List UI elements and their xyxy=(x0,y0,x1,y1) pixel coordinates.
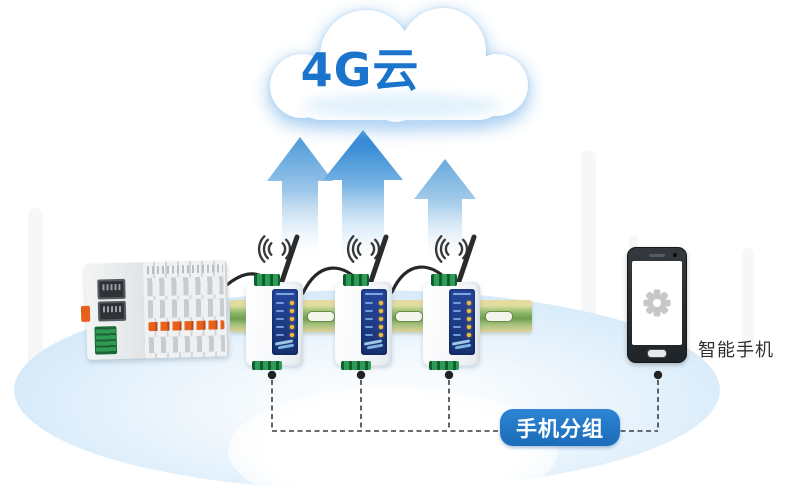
led-indicator xyxy=(379,325,383,329)
terminal-block xyxy=(341,361,371,370)
background-bar xyxy=(742,248,754,358)
brand-wave-logo xyxy=(452,339,472,349)
dtu-device-2 xyxy=(335,274,392,370)
group-badge: 手机分组 xyxy=(500,409,620,446)
plc-controller xyxy=(80,260,230,360)
led-indicator xyxy=(290,333,294,337)
terminal-block xyxy=(343,274,369,286)
led-indicator xyxy=(379,317,383,321)
plc-cpu-module xyxy=(84,262,147,360)
grouping-dashed-lines xyxy=(271,380,659,432)
phone-label: 智能手机 xyxy=(698,340,774,361)
led-indicator xyxy=(290,325,294,329)
led-indicator xyxy=(379,309,383,313)
led-indicator xyxy=(379,301,383,305)
ethernet-port-icon xyxy=(97,300,127,322)
terminal-block xyxy=(429,361,459,370)
phone-home-button xyxy=(647,349,667,358)
led-indicator xyxy=(290,309,294,313)
phone-screen xyxy=(632,261,682,345)
dtu-device-1 xyxy=(246,274,303,370)
phone-speaker xyxy=(649,254,665,257)
dtu-device-3 xyxy=(423,274,480,370)
dtu-front-panel xyxy=(272,289,298,355)
terminal-block xyxy=(431,274,457,286)
cloud-shape xyxy=(262,2,538,124)
plc-orange-levers xyxy=(148,320,225,332)
background-bar xyxy=(28,208,43,380)
terminal-block xyxy=(254,274,280,286)
terminal-block xyxy=(252,361,282,370)
dtu-front-panel xyxy=(361,289,387,355)
led-indicator xyxy=(379,333,383,337)
upload-arrow xyxy=(414,159,476,260)
din-rail-slot xyxy=(395,311,423,322)
brand-wave-logo xyxy=(275,339,295,349)
led-indicator xyxy=(290,317,294,321)
upload-arrow xyxy=(267,137,333,256)
led-indicator xyxy=(290,301,294,305)
smartphone xyxy=(627,247,687,363)
led-indicator xyxy=(467,325,471,329)
upload-arrow xyxy=(323,130,403,262)
din-rail-slot xyxy=(307,311,335,322)
phone-camera-icon xyxy=(673,253,677,257)
gear-icon xyxy=(643,289,671,317)
connection-dots xyxy=(267,370,663,380)
led-indicator xyxy=(467,309,471,313)
plc-clip xyxy=(80,305,91,322)
din-rail-slot xyxy=(485,311,513,322)
led-indicator xyxy=(467,317,471,321)
dtu-front-panel xyxy=(449,289,475,355)
plc-terminal-block xyxy=(94,326,118,355)
brand-wave-logo xyxy=(364,339,384,349)
plc-io-modules xyxy=(142,260,230,359)
led-indicator xyxy=(467,301,471,305)
ethernet-port-icon xyxy=(97,278,126,300)
led-indicator xyxy=(467,333,471,337)
cloud-label: 4G云 xyxy=(300,43,420,97)
